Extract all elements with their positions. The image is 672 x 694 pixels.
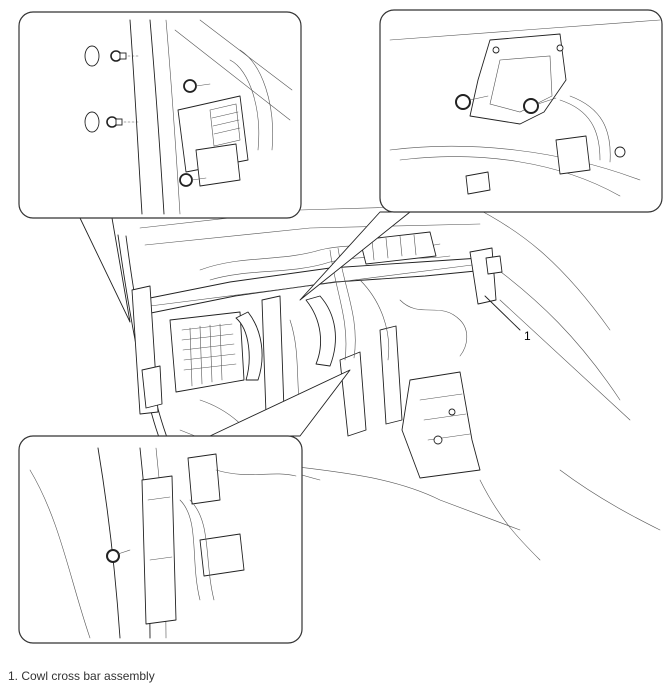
bolt-icon bbox=[179, 173, 207, 187]
inset-top-left bbox=[18, 11, 302, 323]
inset-bottom-left bbox=[18, 369, 351, 644]
bolt-icon bbox=[110, 50, 141, 62]
callout-1: 1 bbox=[484, 295, 531, 343]
hole-oval-icon bbox=[84, 111, 100, 133]
bolt-icon bbox=[455, 94, 489, 110]
callout-1-number: 1 bbox=[524, 329, 531, 343]
inset-top-right bbox=[299, 9, 663, 301]
bolt-icon bbox=[106, 116, 141, 128]
bolt-icon bbox=[523, 97, 557, 114]
main-dashboard-view bbox=[117, 204, 661, 561]
legend-item-1: 1. Cowl cross bar assembly bbox=[8, 669, 155, 683]
bolt-icon bbox=[106, 549, 131, 563]
junction-block-grid bbox=[181, 323, 237, 387]
hole-oval-icon bbox=[84, 45, 100, 67]
bolt-icon bbox=[183, 79, 211, 93]
